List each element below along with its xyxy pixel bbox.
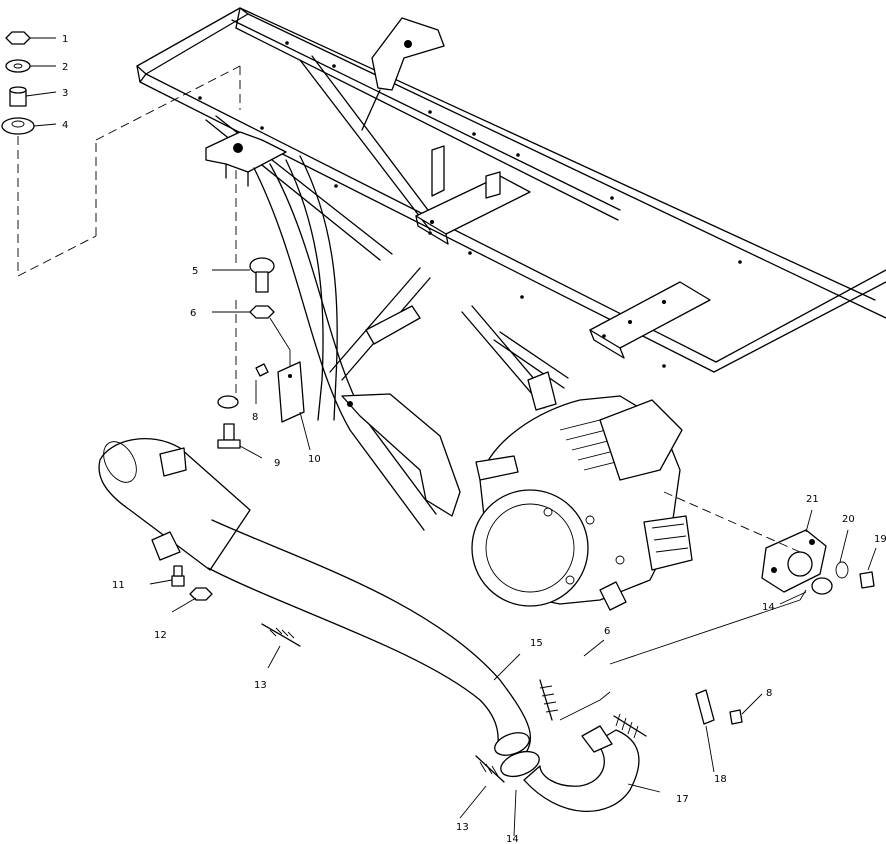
head-pipe: [207, 519, 640, 812]
callout-6: 6: [190, 308, 196, 319]
callout-21: 21: [806, 494, 819, 505]
callout-18: 18: [714, 774, 727, 785]
muffler: [98, 438, 251, 571]
callout-14b: 14: [506, 834, 519, 844]
callouts: 1 2 3 4 5 6 6 8 8 9 10 11 12 13 13 14 14…: [62, 34, 886, 844]
engine: [471, 395, 693, 611]
leader-lines: [25, 37, 877, 837]
callout-6b: 6: [604, 626, 610, 637]
callout-14: 14: [762, 602, 775, 613]
hardware-stack: [1, 31, 743, 783]
callout-8b: 8: [766, 688, 772, 699]
callout-15: 15: [530, 638, 543, 649]
callout-13b: 13: [456, 822, 469, 833]
vehicle-frame: [136, 7, 886, 531]
callout-17: 17: [676, 794, 689, 805]
callout-11: 11: [112, 580, 125, 591]
callout-19: 19: [874, 534, 886, 545]
callout-20: 20: [842, 514, 855, 525]
callout-5: 5: [192, 266, 198, 277]
callout-12: 12: [154, 630, 167, 641]
exhaust-flange: [761, 529, 875, 595]
callout-1: 1: [62, 34, 68, 45]
frame-holes: [198, 41, 742, 368]
callout-4: 4: [62, 120, 68, 131]
assembly-lines: [17, 65, 807, 721]
callout-13: 13: [254, 680, 267, 691]
callout-9: 9: [274, 458, 280, 469]
callout-8: 8: [252, 412, 258, 423]
callout-10: 10: [308, 454, 321, 465]
callout-2: 2: [62, 62, 68, 73]
callout-3: 3: [62, 88, 68, 99]
